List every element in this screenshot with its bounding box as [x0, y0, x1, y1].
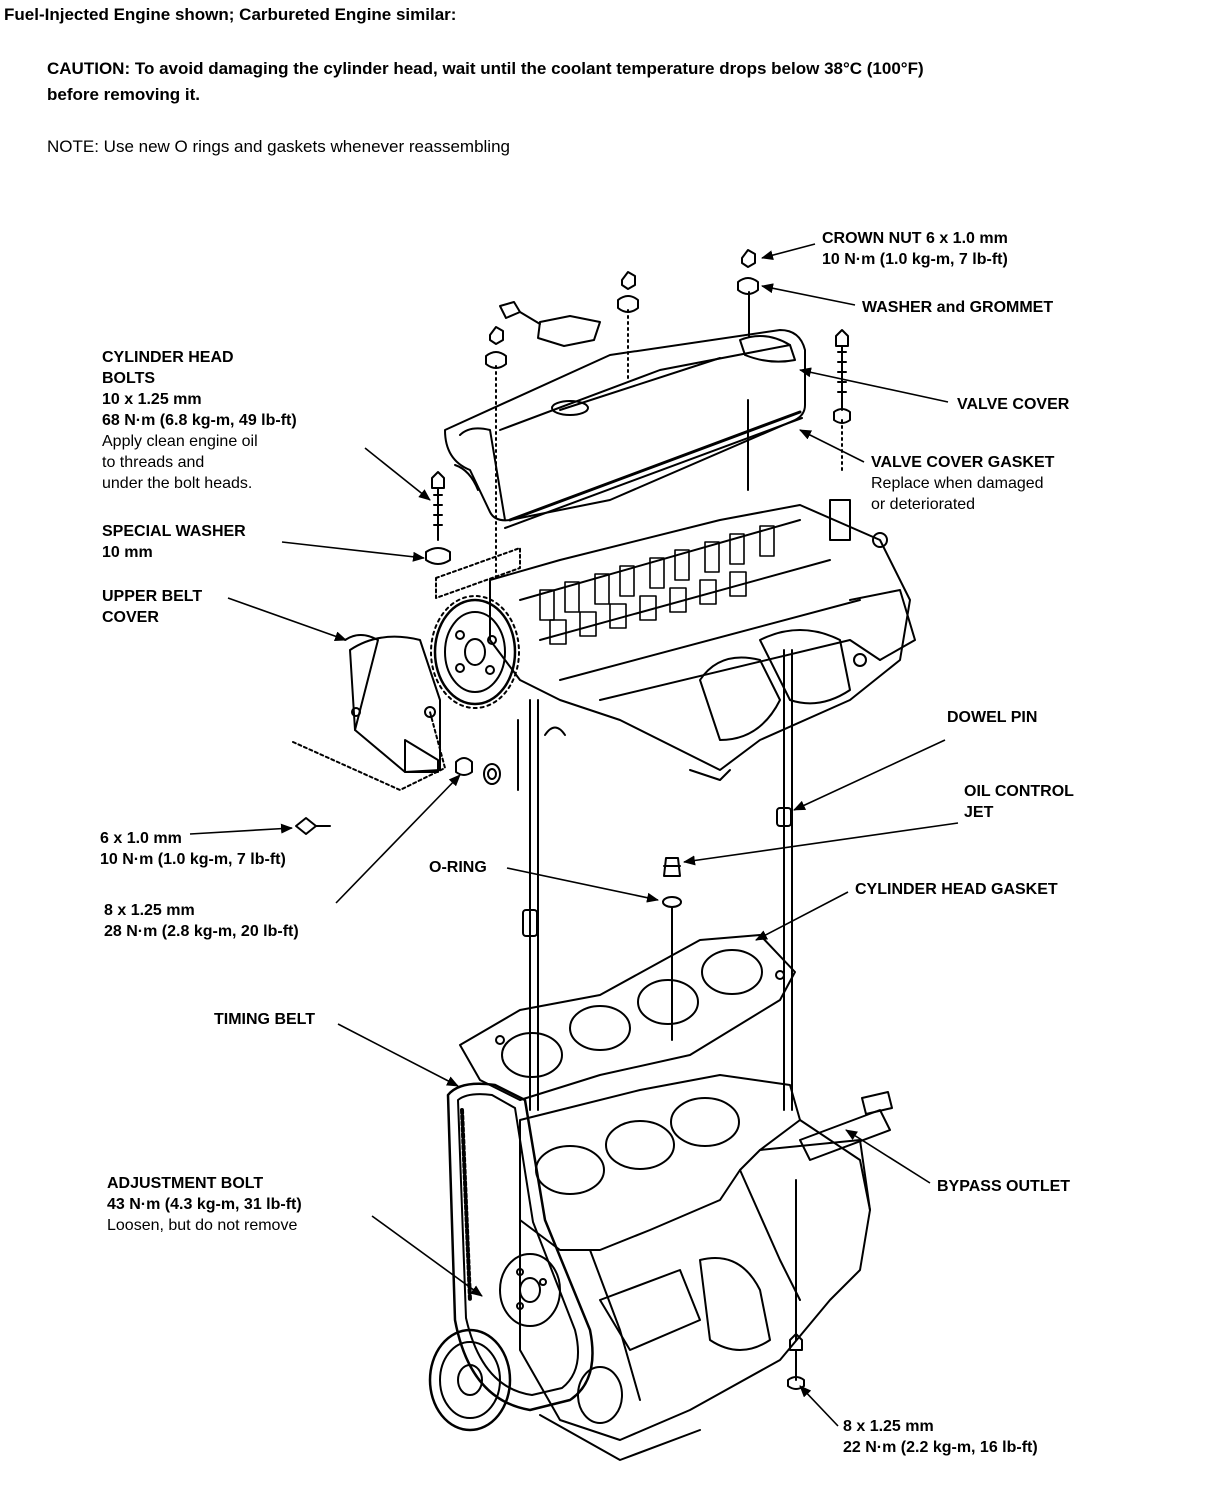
engine-block-icon — [519, 1074, 893, 1461]
crown-nut-icon — [737, 249, 759, 337]
timing-belt-label: TIMING BELT — [214, 1011, 316, 1028]
caution-text: CAUTION: To avoid damaging the cylinder … — [47, 58, 924, 80]
valve-cover-gasket-label: VALVE COVER GASKET Replace when damaged … — [871, 454, 1055, 513]
oil-control-jet-icon — [662, 857, 682, 908]
dowel-pin-icon — [522, 807, 792, 937]
bolt-8x125-upper-label: 8 x 1.25 mm 28 N·m (2.8 kg-m, 20 lb-ft) — [104, 902, 299, 940]
upper-belt-cover-label: UPPER BELT COVER — [102, 588, 203, 626]
dowel-pin-label: DOWEL PIN — [947, 709, 1038, 726]
valve-cover-bolt-icon — [833, 329, 851, 471]
oil-control-jet-label: OIL CONTROL JET — [964, 783, 1074, 821]
caution-line1: To avoid damaging the cylinder head, wai… — [134, 59, 924, 78]
cylinder-head-bolts-label: CYLINDER HEAD BOLTS 10 x 1.25 mm 68 N·m … — [102, 349, 297, 492]
washer-grommet-label: WASHER and GROMMET — [862, 299, 1054, 316]
bolt-8x125-lower-label: 8 x 1.25 mm 22 N·m (2.2 kg-m, 16 lb-ft) — [843, 1418, 1038, 1456]
cam-sprocket-icon — [430, 595, 520, 709]
cylinder-head-icon — [489, 499, 916, 781]
leader-lines — [189, 243, 959, 1427]
engine-note: Fuel-Injected Engine shown; Carbureted E… — [4, 5, 457, 24]
bolt-6x1-label: 6 x 1.0 mm 10 N·m (1.0 kg-m, 7 lb-ft) — [100, 830, 286, 868]
crank-pulley-icon — [428, 1253, 623, 1432]
sensor-connector-icon — [499, 301, 601, 347]
caution-prefix: CAUTION: — [47, 59, 131, 78]
special-washer-label: SPECIAL WASHER 10 mm — [102, 523, 246, 561]
cylinder-head-gasket-label: CYLINDER HEAD GASKET — [855, 881, 1058, 898]
timing-belt-icon — [446, 1082, 594, 1412]
valve-cover-label: VALVE COVER — [957, 396, 1070, 413]
adjustment-bolt-label: ADJUSTMENT BOLT 43 N·m (4.3 kg-m, 31 lb-… — [107, 1175, 302, 1234]
crown-nut-label: CROWN NUT 6 x 1.0 mm 10 N·m (1.0 kg-m, 7… — [822, 230, 1008, 268]
bypass-outlet-label: BYPASS OUTLET — [937, 1178, 1071, 1195]
belt-cover-bolt-icon — [295, 719, 519, 835]
note-text: NOTE: Use new O rings and gaskets whenev… — [47, 137, 510, 156]
cylinder-head-bolt-icon — [425, 471, 521, 599]
cylinder-head-gasket-icon — [459, 934, 796, 1101]
o-ring-label: O-RING — [429, 859, 487, 876]
crown-nut-left-icon — [485, 271, 639, 421]
alignment-lines — [495, 399, 797, 1341]
valve-cover-icon — [444, 329, 806, 529]
caution-line2: before removing it. — [47, 85, 201, 104]
upper-belt-cover-icon — [292, 634, 446, 791]
